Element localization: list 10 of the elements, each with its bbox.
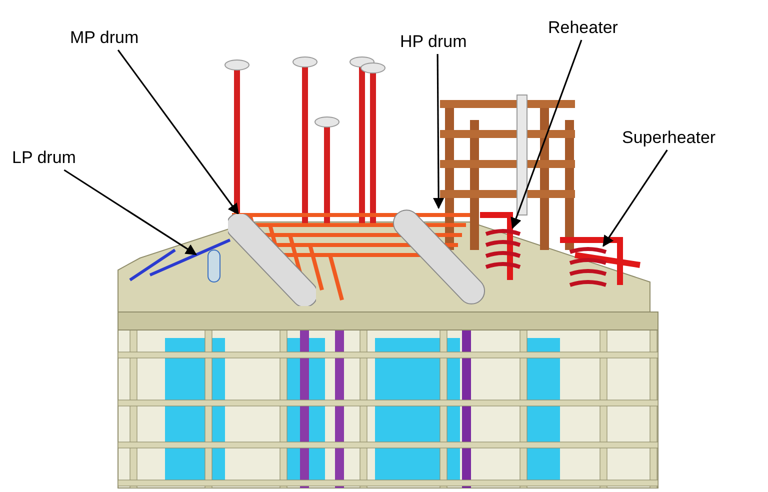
leader-line xyxy=(602,150,668,247)
leader-line xyxy=(117,50,239,215)
callout-label: LP drum xyxy=(12,148,82,170)
leader-line xyxy=(510,40,582,230)
callout-label: Superheater xyxy=(622,128,727,150)
callout-label: MP drum xyxy=(70,28,150,50)
leader-line xyxy=(432,54,444,210)
callout-label: Reheater xyxy=(548,18,623,40)
leader-line xyxy=(64,169,197,256)
callout-label: HP drum xyxy=(400,32,475,54)
